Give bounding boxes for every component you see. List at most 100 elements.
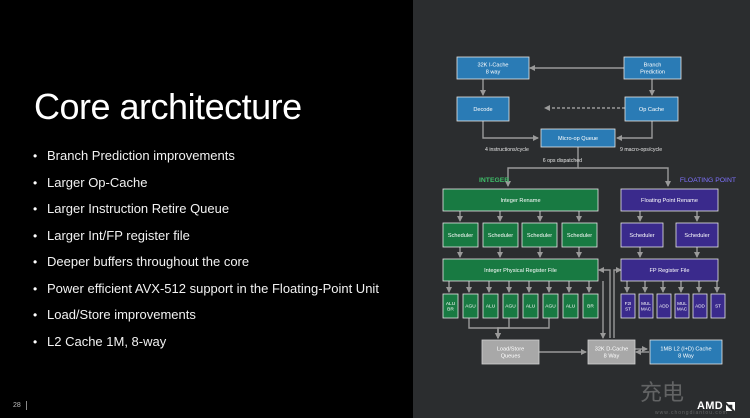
micro-op-queue-box-rect: [540, 128, 616, 148]
bullet-dot-icon: •: [33, 334, 38, 349]
int-scheduler-box-rect: [482, 222, 519, 248]
int-scheduler-box: Scheduler: [561, 222, 598, 248]
dispatch-label: 6 ops dispatched: [543, 158, 582, 164]
bullet-list: • Branch Prediction improvements •Larger O…: [33, 146, 379, 358]
decode-box-rect: [456, 96, 510, 122]
decode-box-label: Decode: [473, 107, 492, 113]
fp-register-file-box-rect: [620, 258, 719, 282]
integer-rename-box-rect: [442, 188, 599, 212]
int-exec-unit-box: BR: [582, 293, 599, 319]
bullet-text: Power efficient AVX-512 support in the F…: [47, 280, 379, 296]
d-cache-box-label: 8 Way: [604, 353, 620, 359]
bullet-dot-icon: •: [33, 308, 38, 322]
watermark-url: www.chongdiantou.com: [655, 410, 728, 416]
int-scheduler-box-label: Scheduler: [527, 233, 552, 239]
int-scheduler-box-label: Scheduler: [448, 233, 473, 239]
int-scheduler-box-label: Scheduler: [488, 233, 513, 239]
fp-exec-unit-box: ADD: [656, 293, 672, 319]
fp-exec-unit-box-rect: [674, 293, 690, 319]
branch-prediction-box-label: Branch: [644, 63, 662, 69]
fp-exec-unit-box-rect: [620, 293, 636, 319]
branch-prediction-box-rect: [623, 56, 682, 80]
bullet-dot-icon: •: [33, 149, 38, 163]
fp-rename-box-rect: [620, 188, 719, 212]
amd-arrow-icon: [726, 402, 735, 411]
int-exec-unit-box-label: AGU: [505, 304, 516, 310]
branch-prediction-box-label: Prediction: [640, 69, 665, 75]
bullet-item: • Deeper buffers throughout the core: [33, 252, 379, 279]
fp-rename-box: Floating Point Rename: [620, 188, 719, 212]
text-panel: Core architecture • Branch Prediction imp…: [13, 86, 379, 410]
integer-rename-box: Integer Rename: [442, 188, 599, 212]
bullet-dot-icon: •: [33, 255, 38, 269]
fp-exec-unit-box-label: F2I: [625, 301, 632, 306]
bullet-item: •Larger Op-Cache: [33, 173, 379, 200]
fp-exec-unit-box-label: ST: [625, 306, 631, 311]
fp-register-file-box-label: FP Register File: [650, 268, 690, 274]
int-register-file-box: Integer Physical Register File: [442, 258, 599, 282]
int-exec-unit-box-rect: [562, 293, 579, 319]
fp-exec-unit-box-rect: [692, 293, 708, 319]
int-exec-unit-box-label: AGU: [465, 304, 476, 310]
int-register-file-box-rect: [442, 258, 599, 282]
load-store-queue-box-rect: [481, 339, 540, 365]
int-exec-unit-box-rect: [522, 293, 539, 319]
bullet-text: Branch Prediction improvements: [47, 148, 235, 163]
agu-to-lsq-arrow: [495, 318, 550, 339]
micro-op-queue-box: Micro-op Queue: [540, 128, 616, 148]
fp-scheduler-box-label: Scheduler: [629, 233, 654, 239]
int-exec-unit-box-rect: [442, 293, 459, 319]
l2-cache-box-label: 8 Way: [678, 353, 694, 359]
icache-box-label: 32K I-Cache: [477, 63, 508, 69]
fp-exec-unit-box-label: MUL: [677, 301, 687, 306]
fp-exec-unit-box-rect: [638, 293, 654, 319]
int-exec-unit-box: ALU: [482, 293, 499, 319]
slide-title: Core architecture: [34, 86, 302, 127]
bullet-item: • Branch Prediction improvements: [33, 146, 379, 173]
decode-to-uopqueue-arrow: [482, 121, 539, 141]
icache-box-label: 8 way: [486, 69, 501, 75]
int-exec-unit-box-rect: [482, 293, 499, 319]
fp-rename-box-label: Floating Point Rename: [641, 198, 698, 204]
int-exec-unit-box-rect: [542, 293, 559, 319]
bullet-dot-icon: •: [33, 281, 38, 296]
op-cache-box-rect: [624, 96, 679, 122]
bullet-text: Load/Store improvements: [47, 307, 196, 322]
amd-logo: AMD: [697, 400, 723, 412]
int-exec-unit-box-label: AGU: [545, 304, 556, 310]
fp-scheduler-box-label: Scheduler: [684, 233, 709, 239]
opcache-to-uopqueue-arrow: [616, 121, 653, 141]
bullet-item: • Load/Store improvements: [33, 305, 379, 332]
int-exec-unit-box-rect: [582, 293, 599, 319]
int-exec-unit-box-label: ALU: [566, 304, 576, 310]
integer-section-label: INTEGER: [479, 177, 509, 184]
bullet-dot-icon: •: [33, 202, 38, 216]
bullet-text: Deeper buffers throughout the core: [47, 254, 250, 269]
bullet-dot-icon: •: [33, 228, 38, 243]
int-exec-unit-box-label: ALU: [486, 304, 496, 310]
int-exec-unit-box: AGU: [462, 293, 479, 319]
fp-exec-unit-box-label: ADD: [695, 304, 705, 309]
int-exec-unit-box-rect: [462, 293, 479, 319]
int-exec-unit-box-label: BR: [587, 304, 594, 310]
fp-scheduler-box-rect: [675, 222, 719, 248]
int-exec-unit-box: ALU: [562, 293, 579, 319]
page-number-separator: [26, 401, 27, 410]
fp-scheduler-box: Scheduler: [675, 222, 719, 248]
micro-op-queue-box-label: Micro-op Queue: [558, 136, 598, 142]
dispatch-to-int-arrow: [505, 147, 579, 187]
bullet-dot-icon: •: [33, 175, 38, 190]
op-cache-box-label: Op Cache: [639, 107, 664, 113]
fp-scheduler-box: Scheduler: [620, 222, 664, 248]
dcache-to-int-prf-arrow: [598, 267, 611, 338]
integer-rename-box-label: Integer Rename: [500, 198, 540, 204]
int-exec-unit-box: AGU: [542, 293, 559, 319]
fp-exec-unit-box: ADD: [692, 293, 708, 319]
